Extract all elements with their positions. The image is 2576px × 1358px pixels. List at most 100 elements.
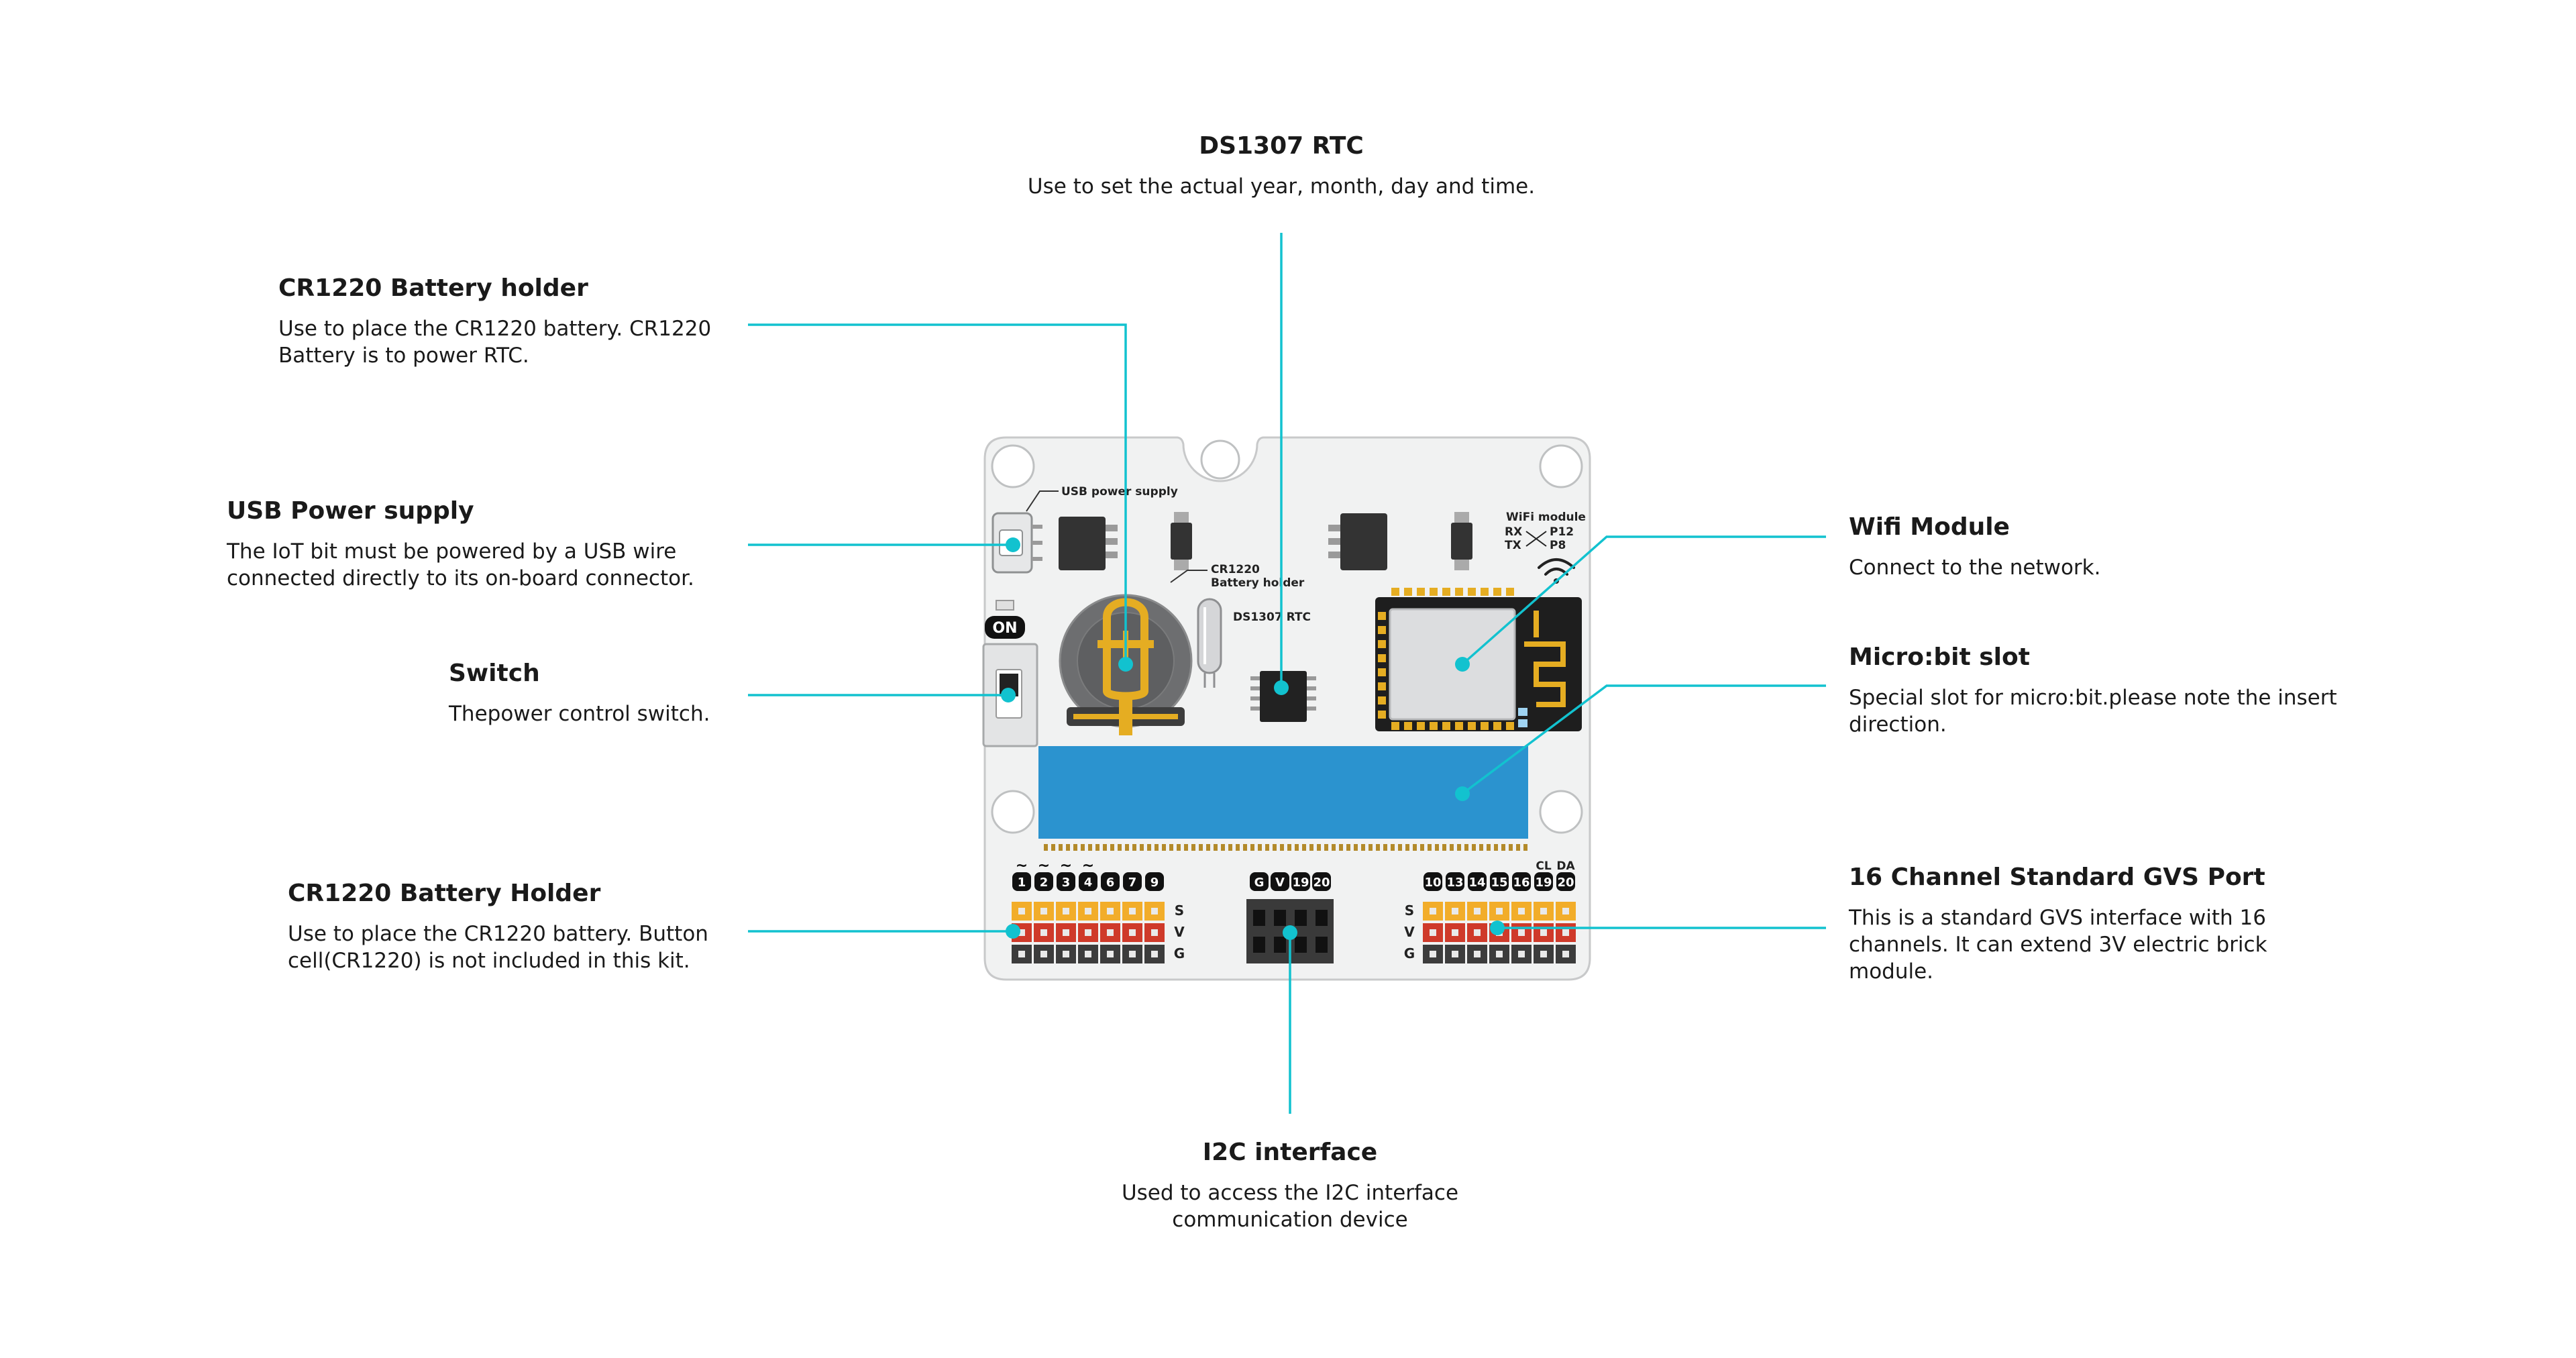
header-pin-hole bbox=[1430, 908, 1436, 915]
pin-label-badge bbox=[1556, 872, 1575, 891]
header-pin-hole bbox=[1151, 929, 1158, 936]
slot-contact bbox=[1368, 844, 1373, 851]
i2c-pin-socket bbox=[1253, 937, 1265, 953]
row-label: S bbox=[1405, 902, 1414, 919]
callout-desc-line: Thepower control switch. bbox=[449, 702, 710, 726]
board-label-on: ON bbox=[992, 620, 1017, 637]
slot-contact bbox=[1295, 844, 1299, 851]
wifi-pad bbox=[1481, 722, 1489, 730]
wifi-pad bbox=[1442, 588, 1450, 596]
header-pin-hole bbox=[1085, 951, 1091, 957]
slot-contact bbox=[1265, 844, 1269, 851]
diode bbox=[1171, 512, 1192, 570]
header-pin-hole bbox=[1151, 908, 1158, 915]
pin-label-badge bbox=[1534, 872, 1553, 891]
i2c-pin-socket bbox=[1253, 910, 1265, 926]
leader-dot bbox=[1490, 921, 1505, 935]
pin-label: 20 bbox=[1313, 876, 1330, 890]
slot-contact bbox=[1339, 844, 1343, 851]
callout-desc-line: direction. bbox=[1849, 713, 1947, 737]
callout-title: Switch bbox=[449, 660, 540, 687]
pin-label: 19 bbox=[1535, 876, 1552, 890]
row-label: V bbox=[1174, 924, 1185, 940]
header-pin-hole bbox=[1430, 951, 1436, 957]
wifi-pad bbox=[1481, 588, 1489, 596]
board-label-usb: USB power supply bbox=[1061, 485, 1178, 499]
pin-label-badge bbox=[1271, 872, 1289, 891]
board-label-rx: RX bbox=[1505, 525, 1522, 539]
slot-contact bbox=[1066, 844, 1070, 851]
wifi-pad bbox=[1442, 722, 1450, 730]
slot-contact bbox=[1258, 844, 1262, 851]
wifi-pad bbox=[1404, 722, 1412, 730]
pwm-tilde: ~ bbox=[1016, 857, 1028, 874]
wifi-pad bbox=[1430, 722, 1438, 730]
header-pin-hole bbox=[1496, 908, 1503, 915]
slot-contact bbox=[1516, 844, 1520, 851]
wifi-pad bbox=[1378, 640, 1386, 648]
slot-contact bbox=[1354, 844, 1358, 851]
slot-contact bbox=[1184, 844, 1188, 851]
header-pin-hole bbox=[1452, 951, 1458, 957]
pin-label-badge bbox=[1446, 872, 1464, 891]
pin-label-badge bbox=[1490, 872, 1509, 891]
slot-contact bbox=[1332, 844, 1336, 851]
callout-battery-holder: CR1220 Battery holder Use to place the C… bbox=[278, 274, 748, 369]
slot-contact bbox=[1361, 844, 1365, 851]
leader-dot bbox=[1006, 537, 1020, 552]
wifi-pad bbox=[1417, 588, 1425, 596]
header-pin-hole bbox=[1562, 929, 1569, 936]
i2c-pin-socket bbox=[1316, 937, 1328, 953]
wifi-pad bbox=[1391, 588, 1399, 596]
callout-switch: Switch Thepower control switch. bbox=[449, 659, 751, 727]
slot-contact bbox=[1250, 844, 1254, 851]
slot-contact bbox=[1073, 844, 1077, 851]
leader-dot bbox=[1001, 688, 1016, 702]
slot-contact bbox=[1214, 844, 1218, 851]
callout-wifi: Wifi Module Connect to the network. bbox=[1849, 513, 2318, 581]
slot-contact bbox=[1450, 844, 1454, 851]
header-pin-hole bbox=[1040, 929, 1047, 936]
slot-contact bbox=[1457, 844, 1461, 851]
callout-i2c: I2C interface Used to access the I2C int… bbox=[1022, 1138, 1558, 1233]
leader-dot bbox=[1455, 657, 1470, 672]
pin-label-badge bbox=[1312, 872, 1331, 891]
slot-contact bbox=[1391, 844, 1395, 851]
leader-dot bbox=[1455, 786, 1470, 801]
slot-contact bbox=[1103, 844, 1107, 851]
slot-contact bbox=[1523, 844, 1527, 851]
slot-contact bbox=[1346, 844, 1350, 851]
pin-label-cl: CL bbox=[1536, 859, 1551, 873]
pin-label-badge bbox=[1291, 872, 1310, 891]
diode bbox=[1451, 512, 1472, 570]
row-label: S bbox=[1175, 902, 1184, 919]
pin-label: 1 bbox=[1018, 876, 1026, 890]
wifi-pad bbox=[1417, 722, 1425, 730]
pin-label: 9 bbox=[1150, 876, 1159, 890]
slot-contact bbox=[1191, 844, 1195, 851]
i2c-pin-socket bbox=[1274, 910, 1286, 926]
leader-lines bbox=[748, 233, 1826, 1114]
callout-desc-line: Connect to the network. bbox=[1849, 556, 2101, 580]
slot-contact bbox=[1059, 844, 1063, 851]
leader-battery-holder bbox=[748, 323, 1127, 664]
pin-label-badge bbox=[1123, 872, 1142, 891]
header-pin-hole bbox=[1474, 951, 1481, 957]
slot-contact bbox=[1398, 844, 1402, 851]
wifi-pad bbox=[1468, 722, 1476, 730]
slot-contact bbox=[1155, 844, 1159, 851]
header-pin-hole bbox=[1085, 929, 1091, 936]
slot-contact bbox=[1132, 844, 1136, 851]
slot-contact bbox=[1221, 844, 1225, 851]
callout-gvs: 16 Channel Standard GVS Port This is a s… bbox=[1849, 863, 2385, 985]
wifi-pad bbox=[1378, 654, 1386, 662]
header-pin-hole bbox=[1474, 929, 1481, 936]
pin-label: 3 bbox=[1062, 876, 1071, 890]
slot-contact bbox=[1435, 844, 1439, 851]
power-led bbox=[996, 600, 1014, 611]
pin-label: 15 bbox=[1491, 876, 1507, 890]
leader-dot bbox=[1274, 680, 1289, 695]
row-label: V bbox=[1404, 924, 1415, 940]
row-label: G bbox=[1174, 945, 1185, 961]
